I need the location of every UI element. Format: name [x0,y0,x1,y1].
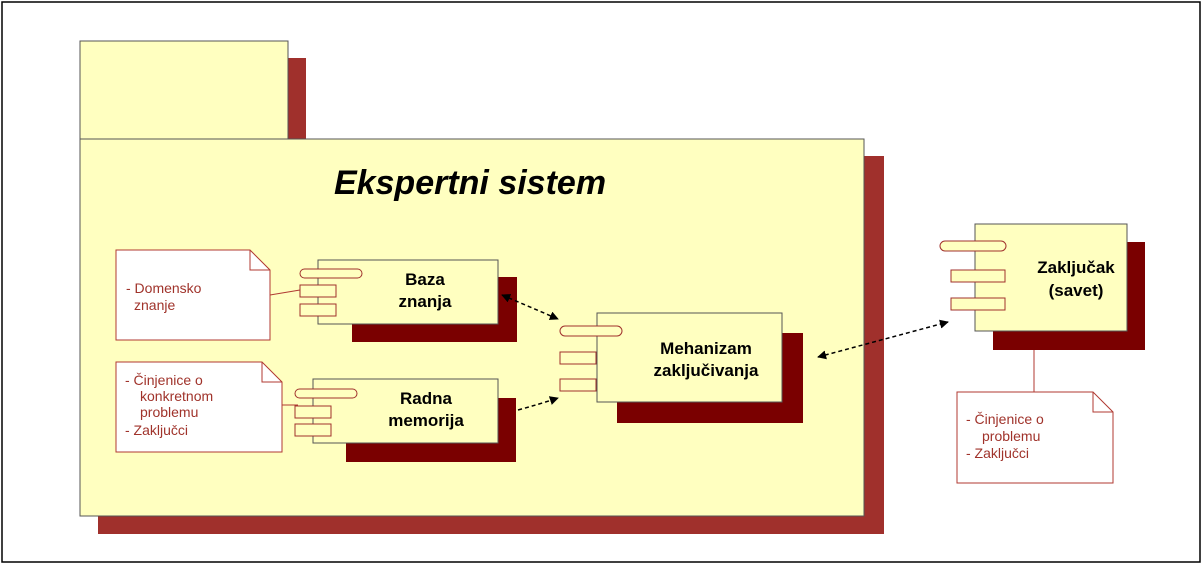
note-cinjenice-problemu: - Činjenice o problemu - Zaključci [956,391,1114,484]
note-cinjenice-problemu-shape [956,391,1114,484]
component-radna-label-2: memorija [388,411,464,430]
package-tab [79,40,289,141]
component-zakljucak-icon-bot [950,297,1006,311]
note-cinjenice-problemu-line-2: problemu [982,428,1040,444]
component-radna-label-1: Radna [400,389,453,408]
note-cinjenice-konkretnom-fold [261,362,282,383]
arrow-mehanizam-zakljucak [817,319,949,360]
component-mehanizam-icon-bot [559,378,597,392]
note-domensko-shape [115,249,271,341]
component-zakljucak-label-2: (savet) [1049,281,1104,300]
component-zakljucak-savet[interactable]: Zaključak (savet) [939,223,1145,350]
component-radna-icon-bot [294,423,332,437]
note-cinjenice-konkretnom: - Činjenice o konkretnom problemu - Zakl… [115,361,283,453]
component-baza-label-1: Baza [405,270,445,289]
component-baza-label-2: znanja [399,292,452,311]
note-cinjenice-problemu-line-3: - Zaključci [966,445,1029,461]
note-domensko-znanje: - Domensko znanje [115,249,271,341]
note-cinjenice-konkretnom-line-1: - Činjenice o [125,372,203,388]
component-zakljucak-icon-mid [950,269,1006,283]
component-baza-icon-top [299,268,363,279]
note-cinjenice-problemu-line-1: - Činjenice o [966,411,1044,427]
note-cinjenice-konkretnom-line-4: - Zaključci [125,422,188,438]
component-radna-icon-mid [294,405,332,419]
component-mehanizam-body [596,312,783,403]
component-baza-icon-bot [299,303,337,317]
component-zakljucak-label-1: Zaključak [1037,258,1115,277]
component-baza-znanja[interactable]: Baza znanja [299,259,517,342]
component-zakljucak-icon-top [939,240,1007,252]
note-cinjenice-problemu-fold [1092,392,1113,413]
arrow-radna-mehanizam [517,396,559,411]
package-title: Ekspertni sistem [334,164,606,202]
note-domensko-fold [249,250,270,271]
note-domensko-connector [269,289,301,296]
component-mehanizam-label-2: zaključivanja [654,361,759,380]
component-radna-icon-top [294,388,358,399]
component-mehanizam-icon-mid [559,351,597,365]
note-cinjenice-konkretnom-line-2: konkretnom [140,388,213,404]
component-mehanizam-icon-top [559,325,623,337]
component-mehanizam-label-1: Mehanizam [660,339,752,358]
component-baza-icon-mid [299,284,337,298]
component-mehanizam-zakljucivanja[interactable]: Mehanizam zaključivanja [559,312,803,423]
note-cinjenice-konkretnom-line-3: problemu [140,404,198,420]
arrow-baza-mehanizam [501,294,559,320]
note-cinjenice-konkretnom-shape [115,361,283,453]
note-domensko-line-1: - Domensko [126,280,202,296]
note-domensko-line-2: znanje [134,297,175,313]
component-radna-memorija[interactable]: Radna memorija [294,378,516,462]
